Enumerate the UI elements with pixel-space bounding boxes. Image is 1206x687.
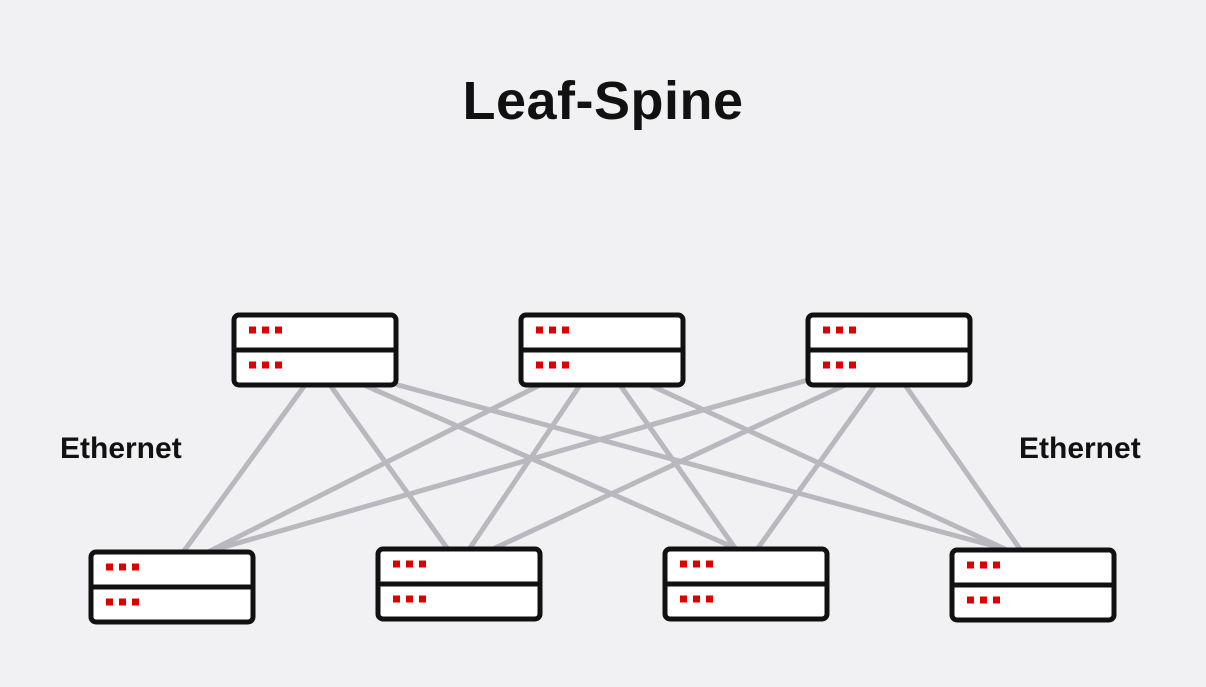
status-led-icon [406,595,413,603]
status-led-icon [106,598,113,606]
status-led-icon [993,596,1000,604]
status-led-icon [980,561,987,569]
status-led-icon [693,595,700,603]
leaf-1-switch-icon [88,549,256,625]
status-led-icon [536,326,543,334]
status-led-icon [849,326,856,334]
ethernet-link [617,382,738,551]
status-led-icon [680,595,687,603]
status-led-icon [119,563,126,571]
status-led-icon [980,596,987,604]
status-led-icon [967,596,974,604]
status-led-icon [132,563,139,571]
ethernet-link [492,382,848,551]
ethernet-link [361,382,738,551]
ethernet-link [395,382,1008,552]
status-led-icon [132,598,139,606]
status-led-icon [393,595,400,603]
status-led-icon [275,326,282,334]
ethernet-link [647,382,1008,552]
status-led-icon [262,361,269,369]
ethernet-link [327,382,450,551]
ethernet-link [467,382,583,551]
status-led-icon [836,361,843,369]
status-led-icon [536,361,543,369]
status-led-icon [106,563,113,571]
status-led-icon [706,595,713,603]
leaf-3-switch-icon [662,546,830,622]
ethernet-link [902,382,1023,552]
ethernet-link [181,382,308,554]
status-led-icon [393,560,400,568]
ethernet-link [207,377,811,554]
ethernet-label-left: Ethernet [60,432,182,465]
status-led-icon [562,326,569,334]
diagram-title: Leaf-Spine [462,71,744,131]
spine-1-switch-icon [231,312,399,388]
status-led-icon [706,560,713,568]
status-led-icon [693,560,700,568]
status-led-icon [419,560,426,568]
status-led-icon [249,361,256,369]
ethernet-label-right: Ethernet [1019,432,1141,465]
status-led-icon [406,560,413,568]
status-led-icon [275,361,282,369]
status-led-icon [823,326,830,334]
links [181,377,1023,554]
status-led-icon [823,361,830,369]
status-led-icon [849,361,856,369]
ethernet-link [755,382,878,551]
status-led-icon [119,598,126,606]
status-led-icon [967,561,974,569]
status-led-icon [262,326,269,334]
leaf-4-switch-icon [949,547,1117,623]
spine-3-switch-icon [805,312,973,388]
leaf-2-switch-icon [375,546,543,622]
status-led-icon [680,560,687,568]
status-led-icon [562,361,569,369]
status-led-icon [249,326,256,334]
status-led-icon [549,361,556,369]
ethernet-link [207,382,543,554]
status-led-icon [549,326,556,334]
status-led-icon [993,561,1000,569]
status-led-icon [419,595,426,603]
spine-2-switch-icon [518,312,686,388]
status-led-icon [836,326,843,334]
